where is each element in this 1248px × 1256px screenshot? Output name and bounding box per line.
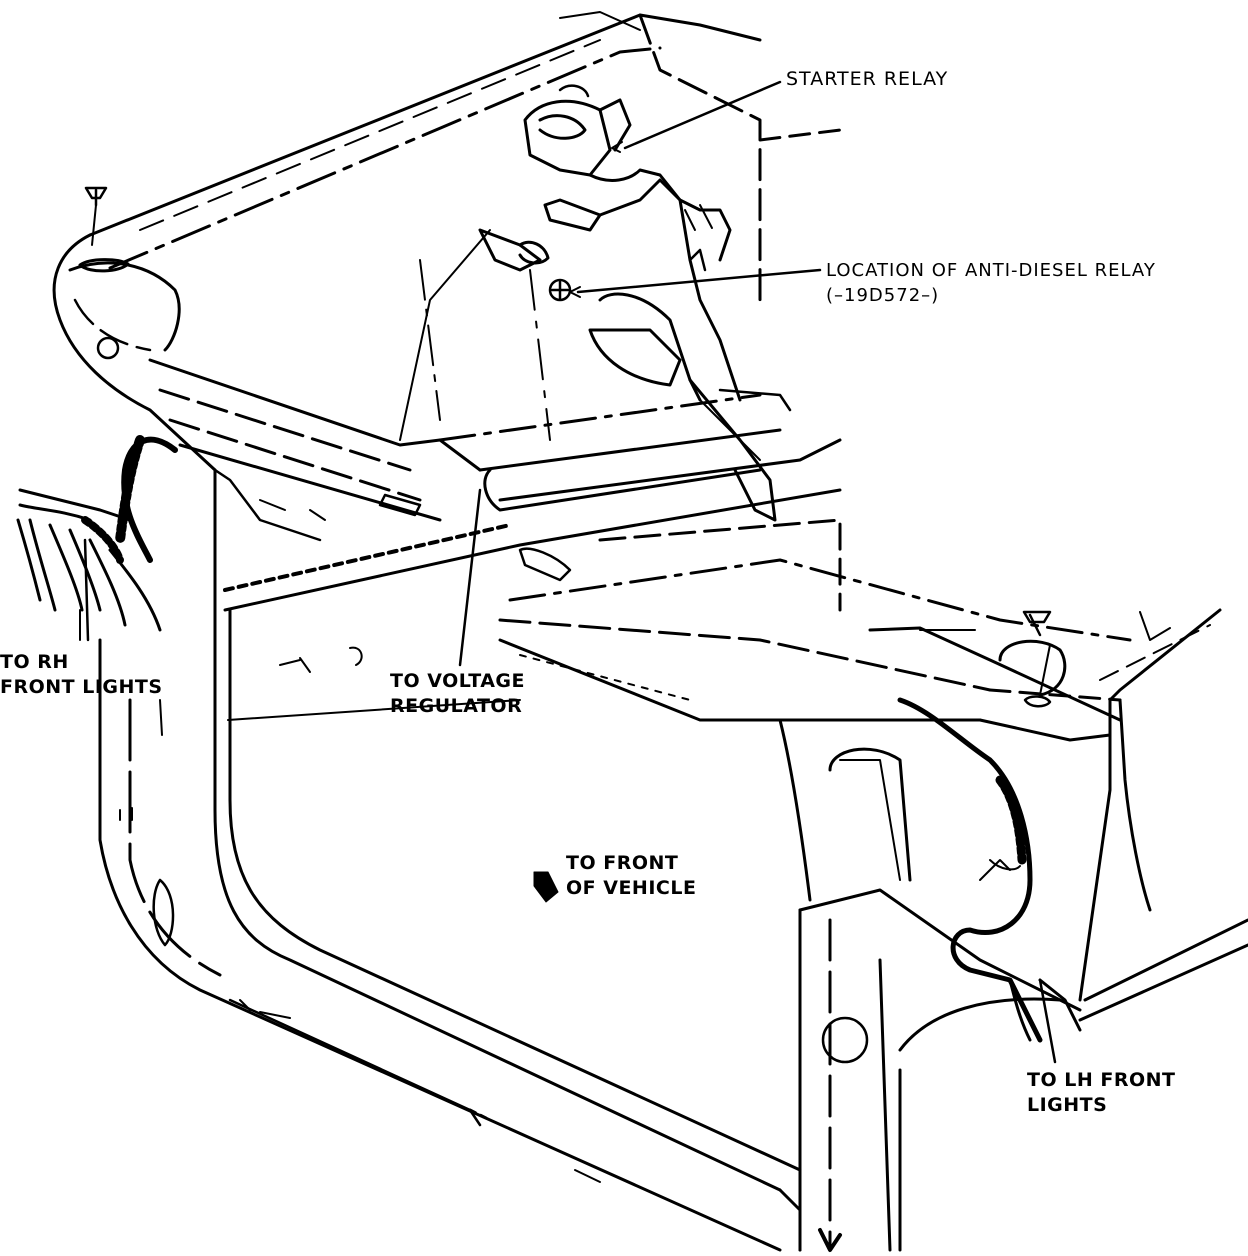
front-of-vehicle-line1: TO FRONT [566, 852, 679, 874]
detail-marks [119, 499, 842, 1252]
front-of-vehicle-label: TO FRONT OF VEHICLE [566, 851, 696, 901]
anti-diesel-relay-text: LOCATION OF ANTI-DIESEL RELAY [826, 260, 1156, 281]
anti-diesel-relay-label: LOCATION OF ANTI-DIESEL RELAY (–19D572–) [826, 258, 1156, 308]
anti-diesel-relay-marker [548, 278, 572, 302]
leader-lines [83, 80, 1057, 1064]
front-direction-arrow [533, 871, 559, 903]
upper-rail [88, 11, 842, 302]
starter-relay-label: STARTER RELAY [786, 67, 948, 92]
voltage-regulator-line2: REGULATOR [390, 695, 523, 717]
rh-front-lights-line1: TO RH [0, 651, 69, 673]
starter-relay-text: STARTER RELAY [786, 68, 949, 90]
lh-wiring-harness [897, 697, 1082, 1043]
rh-front-lights-label: TO RH FRONT LIGHTS [0, 650, 163, 700]
starter-relay [478, 84, 792, 522]
lh-front-lights-label: TO LH FRONT LIGHTS [1027, 1068, 1175, 1118]
voltage-regulator-connector [378, 493, 572, 582]
rh-fender-housing [52, 186, 217, 612]
lh-front-lights-line1: TO LH FRONT [1027, 1069, 1176, 1091]
rh-wiring-harness [16, 435, 178, 641]
voltage-regulator-label: TO VOLTAGE REGULATOR [390, 669, 525, 719]
anti-diesel-part-number: (–19D572–) [826, 285, 940, 306]
voltage-regulator-line1: TO VOLTAGE [390, 670, 525, 692]
radiator-support-beam [148, 229, 842, 612]
lh-fender-housing [778, 608, 1248, 1252]
front-of-vehicle-line2: OF VEHICLE [566, 877, 697, 899]
rh-front-lights-line2: FRONT LIGHTS [0, 676, 163, 698]
lower-frame [98, 468, 802, 1252]
lh-front-lights-line2: LIGHTS [1027, 1094, 1108, 1116]
